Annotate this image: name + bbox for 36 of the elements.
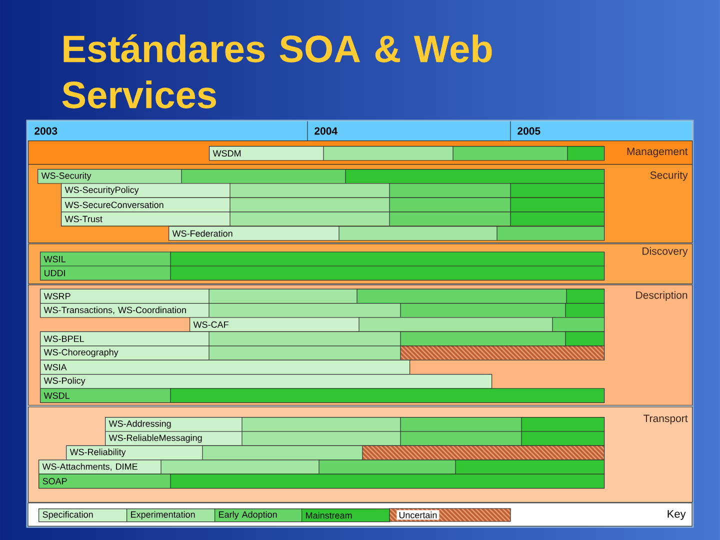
timeline-bar: WS-Trust	[61, 211, 605, 226]
timeline-bar: WS-SecureConversation	[61, 197, 605, 212]
timeline-bar: WS-SecurityPolicy	[61, 182, 605, 198]
timeline-bar: WS-ReliableMessaging	[105, 430, 605, 446]
section-label: Security	[650, 171, 688, 181]
timeline-bar: UDDI	[40, 265, 605, 280]
timeline-bar: WS-Security	[38, 168, 605, 184]
node-label: WSIA	[44, 364, 67, 370]
key-label: Key	[668, 510, 686, 520]
year-label: 2005	[518, 127, 540, 135]
legend-item: Mainstream	[302, 508, 390, 522]
timeline-bar: WS-Reliability	[66, 445, 605, 460]
timeline-bar: WS-BPEL	[40, 331, 605, 346]
legend-item: Early Adoption	[214, 508, 302, 522]
section-label: Management	[627, 148, 688, 158]
legend-item: Experimentation	[126, 508, 216, 522]
legend-item: Uncertain	[389, 508, 511, 522]
timeline-bar: WS-Attachments, DIME	[38, 459, 605, 474]
section-label: Transport	[644, 414, 688, 424]
timeline-bar: WS-Choreography	[40, 345, 605, 360]
timeline-bar: WSDM	[209, 146, 605, 161]
timeline-bar: WS-Policy	[40, 374, 492, 389]
year-label: 2003	[34, 127, 58, 135]
timeline-bar: WS-CAF	[190, 316, 605, 332]
timeline-bar: WSDL	[40, 388, 605, 403]
year-label: 2004	[314, 127, 338, 135]
timeline-bar: WS-Federation	[168, 226, 605, 241]
timeline-bar: WS-Addressing	[105, 416, 605, 432]
section-label: Discovery	[642, 247, 688, 257]
section-label: Description	[636, 291, 688, 301]
timeline-bar: SOAP	[38, 474, 605, 489]
timeline-bar: WSRP	[40, 288, 605, 304]
timeline-bar: WSIL	[40, 251, 605, 266]
legend-item: Specification	[38, 508, 128, 522]
timeline-bar: WS-Transactions, WS-Coordination	[40, 302, 605, 318]
slide-title: Estándares SOA & Web Services	[62, 34, 492, 108]
